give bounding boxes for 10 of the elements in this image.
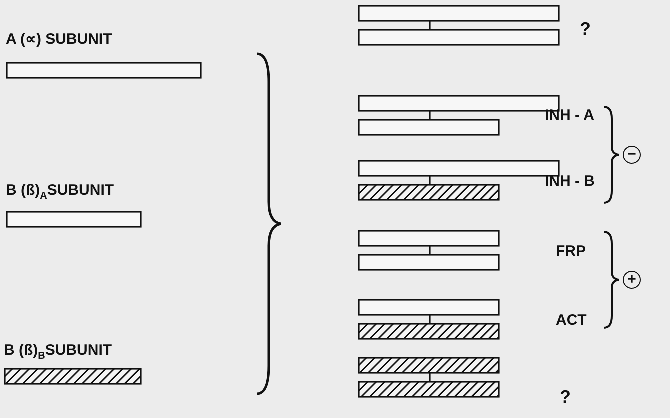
subunit-heading: A (∝) SUBUNIT [6,30,112,48]
dimer-label: INH - B [545,174,595,190]
subunit-heading: B (ß)$_{A}$SUBUNIT [6,182,114,202]
dimer-label: ACT [556,313,587,330]
dimer-label: ? [560,388,571,408]
minus-sign: − [623,146,641,164]
dimer-label: ? [580,20,591,40]
dimer-label: FRP [556,244,586,260]
plus-sign: + [623,271,641,289]
subunit-heading: B (ß)$_{B}$SUBUNIT [4,342,112,362]
